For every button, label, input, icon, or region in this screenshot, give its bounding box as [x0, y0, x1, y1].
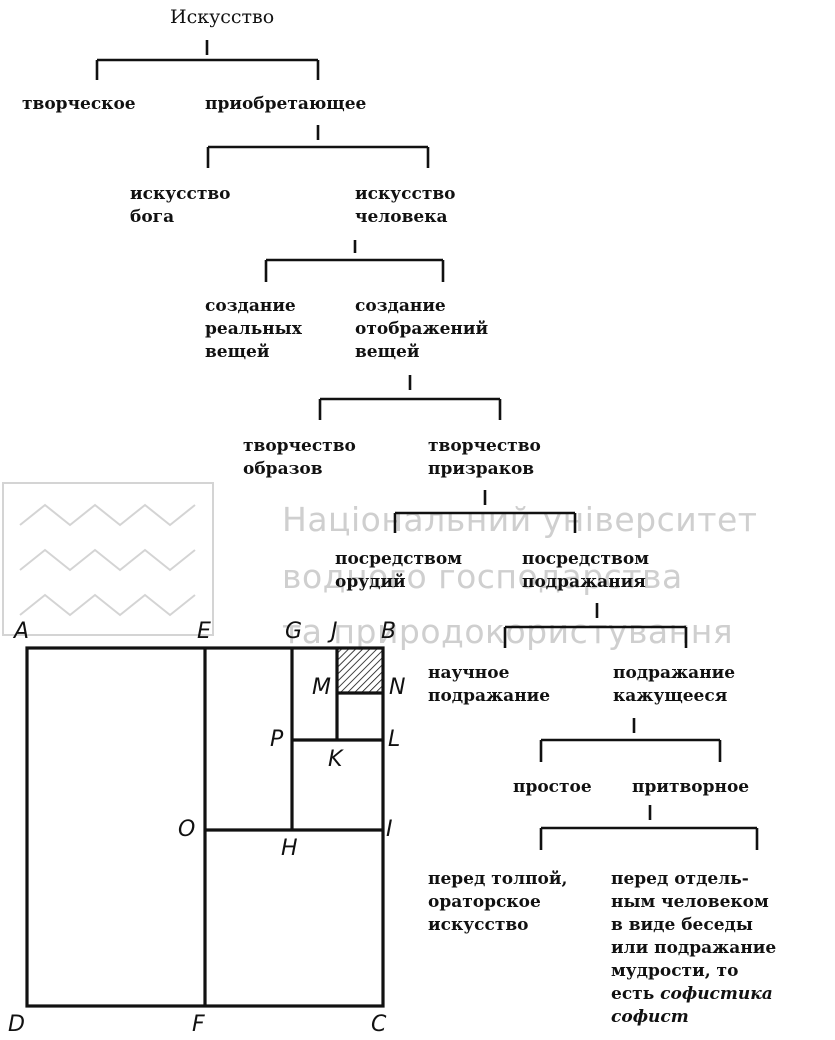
label-h: H	[281, 836, 298, 861]
label-n: N	[389, 675, 406, 700]
node-phantoms: творчество призраков	[428, 436, 541, 479]
node-before-crowd: перед толпой, ораторское искусство	[428, 869, 568, 935]
node-art-of-man: искусство человека	[355, 184, 456, 227]
hatched-square	[335, 646, 385, 695]
node-pretended: притворное	[632, 777, 750, 797]
label-k: K	[328, 747, 343, 772]
label-o: O	[178, 817, 196, 842]
label-p: P	[270, 727, 284, 752]
node-likenesses: творчество образов	[243, 436, 356, 479]
node-sophist-italic: софистика софист	[611, 984, 773, 1027]
node-by-imitation: посредством подражания	[522, 549, 649, 592]
label-c: C	[371, 1012, 387, 1037]
label-l: L	[388, 727, 401, 752]
label-i: I	[386, 817, 393, 842]
rectangle-figure	[25, 646, 385, 1008]
node-before-individual: перед отдель- ным человеком в виде бесед…	[611, 868, 798, 1029]
node-apparent-imitation: подражание кажущееся	[613, 663, 736, 706]
tree-connectors	[95, 40, 759, 850]
node-simple: простое	[513, 777, 592, 797]
node-real-things: создание реальных вещей	[205, 296, 302, 362]
node-acquiring: приобретающее	[205, 94, 367, 114]
label-e: E	[197, 619, 211, 644]
node-art-of-god: искусство бога	[130, 184, 231, 227]
label-a: A	[14, 619, 30, 644]
node-images-of-things: создание отображений вещей	[355, 296, 489, 362]
watermark-line-1: Національний університет	[282, 500, 758, 539]
label-m: M	[312, 675, 331, 700]
label-d: D	[8, 1012, 25, 1037]
label-f: F	[192, 1012, 205, 1037]
node-by-tools: посредством орудий	[335, 549, 462, 592]
watermark-line-2: водного господарства	[282, 557, 683, 596]
node-before-individual-text: перед отдель- ным человеком в виде бесед…	[611, 869, 777, 1004]
watermark-line-3: та природокористування	[282, 612, 734, 651]
node-scientific-imitation: научное подражание	[428, 663, 551, 706]
node-root: Искусство	[170, 6, 275, 28]
label-j: J	[331, 619, 338, 644]
label-b: B	[381, 619, 397, 644]
label-g: G	[285, 619, 303, 644]
node-creative: творческое	[22, 94, 136, 114]
